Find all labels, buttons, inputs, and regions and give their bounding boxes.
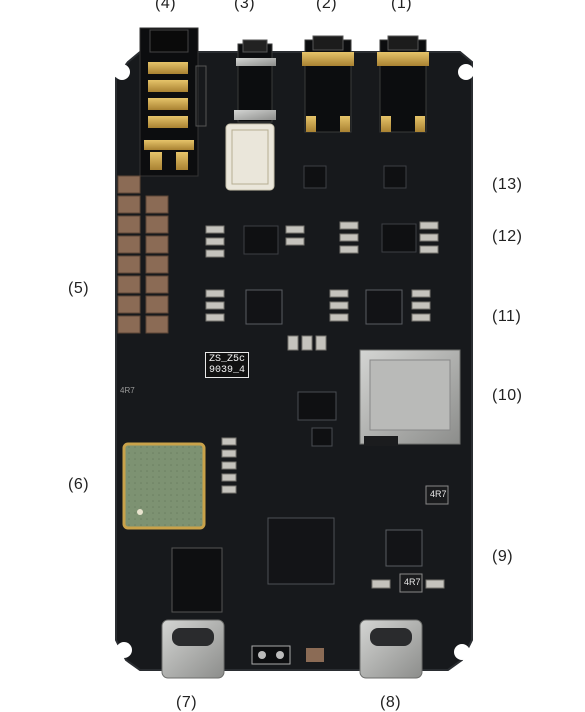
passive-components — [205, 221, 445, 589]
usb-c-port-8 — [359, 619, 423, 679]
opamp-chips — [243, 165, 417, 255]
middle-chips — [297, 391, 337, 447]
board-id-line-2: 9039_4 — [209, 365, 246, 376]
label-12: (12) — [492, 228, 523, 245]
inductor-label-1: 4R7 — [430, 489, 447, 499]
audio-jack-2 — [302, 35, 354, 133]
qfn-chip-9 — [385, 529, 423, 567]
usb-c-port-7 — [161, 619, 225, 679]
relay-component — [225, 123, 275, 191]
inductor-label-2: 4R7 — [404, 577, 421, 587]
audio-jack-3 — [234, 39, 276, 123]
label-5: (5) — [68, 280, 90, 297]
audio-jack-4 — [139, 27, 207, 177]
qfn-chips-11 — [245, 289, 403, 325]
inductors — [399, 485, 449, 593]
label-2: (2) — [316, 0, 338, 12]
board-id-line-1: ZS_Z5c — [209, 354, 246, 365]
board-id-silkscreen: ZS_Z5c 9039_4 — [205, 352, 250, 378]
wireless-module-6 — [122, 442, 206, 530]
power-header — [251, 645, 324, 665]
label-13: (13) — [492, 176, 523, 193]
label-1: (1) — [391, 0, 413, 12]
label-6: (6) — [68, 476, 90, 493]
main-processor — [267, 517, 335, 585]
capacitor-array-5 — [117, 175, 169, 334]
sd-card-slot-10 — [359, 349, 461, 446]
label-3: (3) — [234, 0, 256, 12]
flash-chip — [171, 547, 223, 613]
label-11: (11) — [492, 308, 522, 325]
label-4: (4) — [155, 0, 177, 12]
label-9: (9) — [492, 548, 514, 565]
label-10: (10) — [492, 387, 523, 404]
audio-jack-1 — [377, 35, 429, 133]
inductor-label-3: 4R7 — [120, 386, 135, 395]
